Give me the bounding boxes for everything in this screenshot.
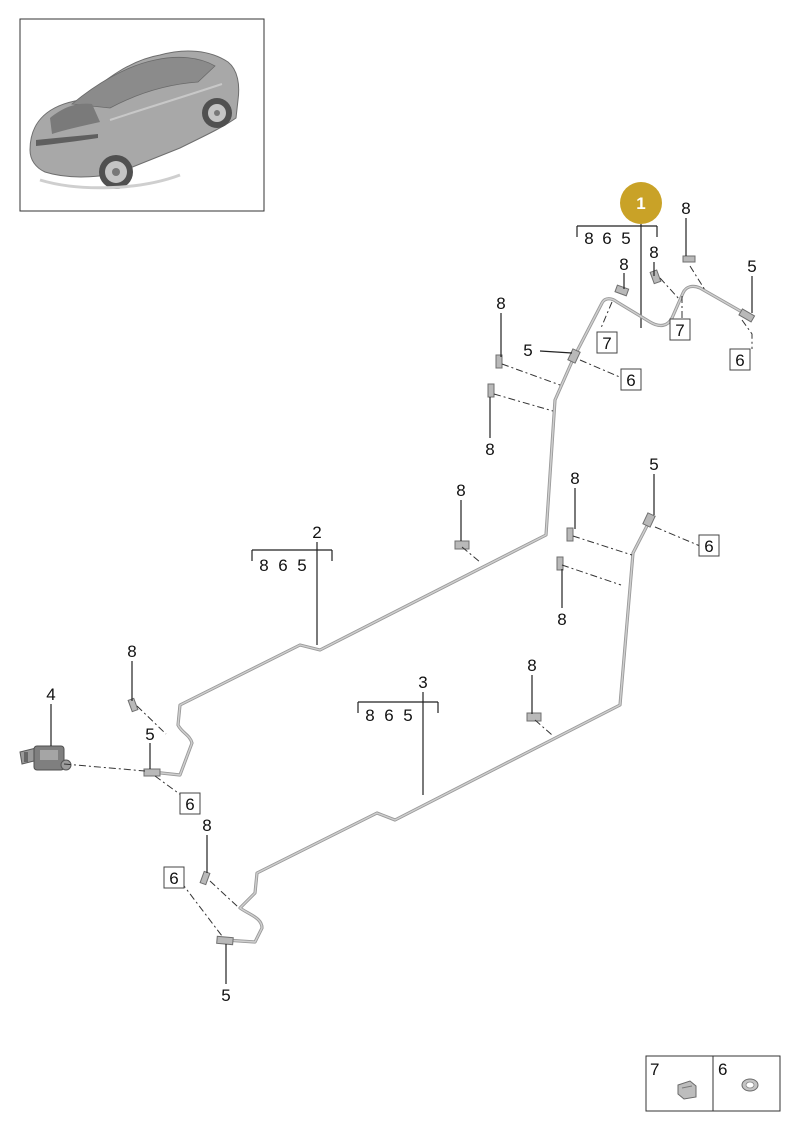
- sensor-connector-icon[interactable]: [19, 745, 72, 771]
- label-7-boxed: 7: [675, 321, 684, 340]
- group-3-sub-8: 8: [365, 706, 374, 725]
- label-5: 5: [523, 341, 532, 360]
- group-3-label: 3: [418, 673, 427, 692]
- brake-line-1[interactable]: [572, 284, 744, 359]
- label-8: 8: [619, 255, 628, 274]
- legend-6-label: 6: [718, 1060, 727, 1079]
- label-8: 8: [496, 294, 505, 313]
- label-8: 8: [649, 243, 658, 262]
- group-1-sub-5: 5: [621, 229, 630, 248]
- group-3-sub-5: 5: [403, 706, 412, 725]
- label-6-boxed: 6: [169, 869, 178, 888]
- clip-6-icon: [741, 1078, 759, 1092]
- label-8: 8: [485, 440, 494, 459]
- label-5: 5: [221, 986, 230, 1005]
- label-8: 8: [527, 656, 536, 675]
- label-6-boxed: 6: [626, 371, 635, 390]
- label-8: 8: [557, 610, 566, 629]
- label-leaders: [50, 218, 753, 984]
- label-6-boxed: 6: [735, 351, 744, 370]
- labels-part-7: 7 7: [596, 318, 691, 354]
- label-5: 5: [145, 725, 154, 744]
- pipe-end-icon: [143, 308, 756, 946]
- group-2-sub-5: 5: [297, 556, 306, 575]
- label-5: 5: [649, 455, 658, 474]
- clip-7-icon: [677, 1080, 697, 1100]
- group-3-sub-6: 6: [384, 706, 393, 725]
- label-5: 5: [747, 257, 756, 276]
- labels-part-8: 8 8 8 8 8 8 8 8 8 8 8: [127, 199, 690, 835]
- label-7-boxed: 7: [602, 334, 611, 353]
- brake-line-2[interactable]: [150, 355, 576, 777]
- part-1-label: 1: [636, 194, 645, 213]
- group-1-sub-8: 8: [584, 229, 593, 248]
- label-6-boxed: 6: [704, 537, 713, 556]
- group-3-bracket: 3 8 6 5: [357, 673, 439, 795]
- label-8: 8: [202, 816, 211, 835]
- label-6-boxed: 6: [185, 795, 194, 814]
- legend-box: 7 6: [645, 1055, 781, 1112]
- label-8: 8: [456, 481, 465, 500]
- leader-lines: [63, 265, 753, 937]
- car-thumbnail: [19, 18, 265, 212]
- labels-part-5: 5 5 5 5 5: [145, 257, 756, 1005]
- group-2-sub-8: 8: [259, 556, 268, 575]
- label-4: 4: [46, 685, 55, 704]
- label-8: 8: [127, 642, 136, 661]
- legend-7-label: 7: [650, 1060, 659, 1079]
- label-8: 8: [681, 199, 690, 218]
- part-1-badge[interactable]: 1: [620, 182, 662, 224]
- pipe-clip-icon: [127, 255, 696, 886]
- brake-line-3[interactable]: [223, 518, 652, 944]
- group-1-bracket: 8 6 5: [576, 225, 658, 248]
- group-2-bracket: 2 8 6 5: [251, 523, 333, 645]
- label-8: 8: [570, 469, 579, 488]
- labels-part-6: 6 6 6 6 6: [163, 348, 751, 889]
- group-1-sub-6: 6: [602, 229, 611, 248]
- group-2-label: 2: [312, 523, 321, 542]
- group-2-sub-6: 6: [278, 556, 287, 575]
